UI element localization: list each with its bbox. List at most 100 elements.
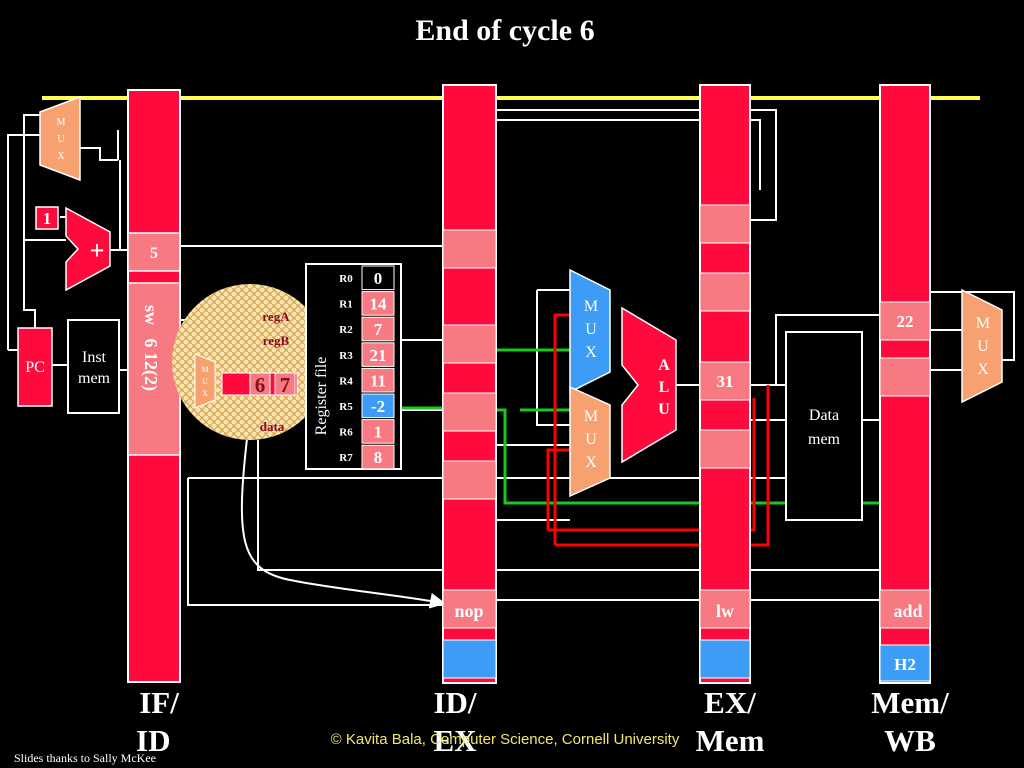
register-name: R4 <box>339 375 353 387</box>
slide-credit: Slides thanks to Sally McKee <box>14 751 156 765</box>
alu-mux-top-letter: X <box>585 344 597 361</box>
register-cell <box>361 265 395 291</box>
register-value: 14 <box>370 295 388 314</box>
pc-adder: + <box>65 206 111 292</box>
alu-letter: U <box>658 401 670 418</box>
decode-field-regB <box>274 372 296 396</box>
id-ex-field <box>442 392 497 432</box>
id-ex-register: nop <box>442 84 497 684</box>
register-value: 11 <box>370 371 386 390</box>
if-id-instruction-field <box>127 282 181 456</box>
register-name: R0 <box>339 273 353 285</box>
register-cell <box>361 393 395 419</box>
register-name: R2 <box>339 324 353 336</box>
register-value: -2 <box>371 397 385 416</box>
data-mem-label: mem <box>808 431 841 448</box>
stage-label-id-ex: ID/ EX <box>420 684 490 760</box>
stage-label-line: EX/ <box>704 685 756 720</box>
instruction-memory: Inst mem <box>67 319 120 414</box>
if-id-pc-value: 5 <box>150 245 158 262</box>
ex-mem-hazard-field <box>699 639 751 679</box>
fetch-mux-letter: X <box>57 151 65 162</box>
register-name: R6 <box>339 427 353 439</box>
adder-plus: + <box>90 236 105 265</box>
mem-wb-value: 22 <box>897 312 914 331</box>
register-row: R4 11 <box>339 367 395 393</box>
decode-mux <box>194 353 216 409</box>
register-name: R7 <box>339 452 353 464</box>
id-ex-field <box>442 229 497 269</box>
id-ex-op: nop <box>454 601 483 621</box>
stage-label-line: ID <box>136 723 171 758</box>
alu-mux-bottom-letter: X <box>585 454 597 471</box>
id-ex-op-field <box>442 589 497 629</box>
register-row: R5 -2 <box>339 393 395 419</box>
stage-label-line: ID/ <box>433 685 477 720</box>
writeback-mux-letter: M <box>976 315 990 332</box>
mem-wb-register: 22 add H2 <box>879 84 931 684</box>
id-ex-field <box>442 324 497 364</box>
alu: A L U <box>621 306 677 464</box>
inst-mem-label: mem <box>78 370 111 387</box>
if-id-register: 5 sw 6 12(2) <box>127 89 181 683</box>
decode-mux-letter: M <box>201 365 208 374</box>
id-ex-hazard-field <box>442 639 497 679</box>
mem-wb-hazard-field <box>879 644 931 682</box>
ex-mem-register: 31 lw <box>699 84 751 684</box>
forwarding-wires-red <box>546 313 770 547</box>
fetch-mux-letter: U <box>57 134 65 145</box>
decode-zoom: regA regB data M U X 6 7 <box>172 284 328 440</box>
register-cell <box>361 444 395 470</box>
ex-mem-op: lw <box>716 601 734 621</box>
alu-mux-top-letter: M <box>584 298 598 315</box>
alu-mux-bottom: M U X <box>569 385 611 498</box>
writeback-mux-letter: X <box>977 361 989 378</box>
alu-mux-top: M U X <box>569 268 611 394</box>
regA-label: regA <box>262 309 290 324</box>
data-memory: Data mem <box>785 331 863 521</box>
ex-mem-field <box>699 429 751 469</box>
stage-label-line: WB <box>884 723 936 758</box>
register-value: 7 <box>374 320 383 339</box>
register-value: 0 <box>374 269 383 288</box>
decode-reg-a: 6 <box>255 373 266 397</box>
alu-letter: L <box>659 379 670 396</box>
register-name: R1 <box>339 299 352 311</box>
register-file-label: Register file <box>313 357 330 436</box>
inst-mem-label: Inst <box>82 349 107 366</box>
writeback-mux-letter: U <box>977 338 989 355</box>
mem-wb-hazard: H2 <box>894 655 916 674</box>
pc-label: PC <box>25 359 45 376</box>
increment-constant: 1 <box>35 206 59 230</box>
if-id-pc-field <box>127 232 181 272</box>
stage-label-mem-wb: Mem/ WB <box>855 684 965 760</box>
fetch-mux: M U X <box>39 95 81 182</box>
decode-mux-letter: X <box>202 389 208 398</box>
ex-mem-alu-field <box>699 361 751 401</box>
register-value: 1 <box>374 423 383 442</box>
register-cell <box>361 367 395 393</box>
data-mem-label: Data <box>809 407 839 424</box>
register-cell <box>361 316 395 342</box>
stage-label-line: IF/ <box>139 685 179 720</box>
stage-label-if-id: IF/ ID <box>124 684 194 760</box>
increment-value: 1 <box>43 209 52 228</box>
ex-mem-op-field <box>699 589 751 629</box>
decode-mux-letter: U <box>202 377 208 386</box>
writeback-mux: M U X <box>961 288 1003 404</box>
register-row: R0 0 <box>339 265 395 291</box>
register-name: R5 <box>339 401 353 413</box>
stage-label-ex-mem: EX/ Mem <box>680 684 780 760</box>
stage-label-line: Mem/ <box>871 685 949 720</box>
fetch-mux-letter: M <box>57 117 66 128</box>
stage-label-line: EX <box>433 723 477 758</box>
register-name: R3 <box>339 350 353 362</box>
regB-label: regB <box>263 333 290 348</box>
alu-mux-bottom-letter: M <box>584 408 598 425</box>
register-cell <box>361 342 395 367</box>
ex-mem-field <box>699 272 751 312</box>
decode-field-regA <box>249 372 271 396</box>
register-row: R6 1 <box>339 419 395 444</box>
copyright-footer: © Kavita Bala, Computer Science, Cornell… <box>330 731 680 748</box>
